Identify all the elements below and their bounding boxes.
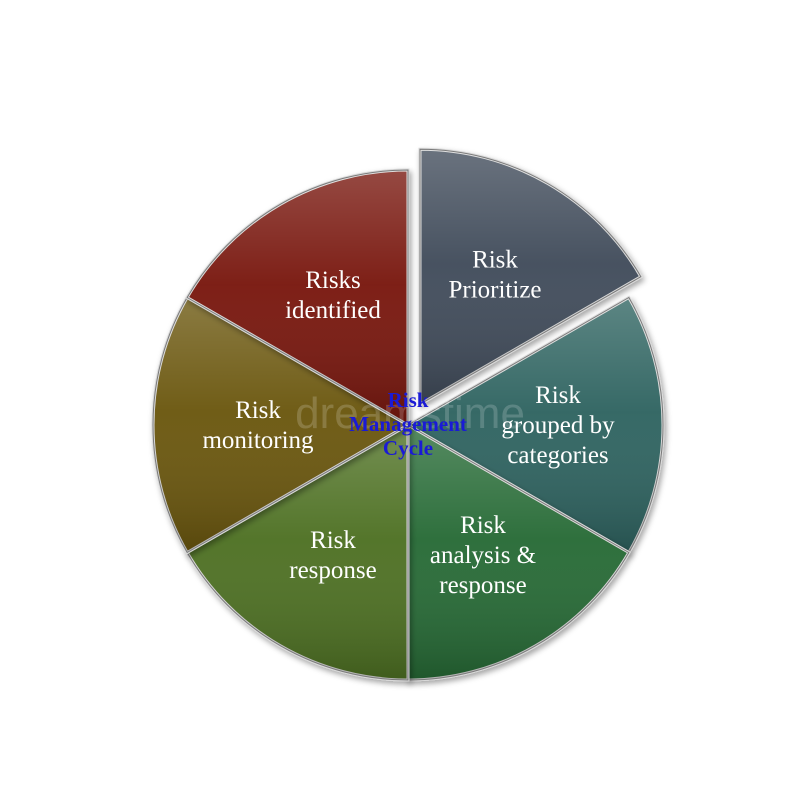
- segment-risk-analysis-response: Risk analysis & response: [406, 422, 631, 682]
- segment-label-risk-response: Risk response: [289, 527, 376, 584]
- segment-label-line: Risk: [235, 397, 281, 424]
- segment-label-line: response: [439, 572, 526, 599]
- segment-risks-identified: Risks identified: [185, 168, 410, 428]
- segment-risk-monitoring: Risk monitoring: [151, 295, 411, 555]
- segment-label-line: monitoring: [202, 427, 314, 454]
- segment-risk-response: Risk response: [185, 422, 410, 682]
- segment-gloss-risk-grouped-by-categories: [407, 296, 664, 554]
- segment-label-line: analysis &: [430, 542, 536, 569]
- segment-label-risks-identified: Risks identified: [285, 267, 381, 324]
- segment-label-line: Risk: [310, 527, 356, 554]
- watermark-text: dreamstime: [295, 389, 525, 438]
- segment-gloss-risk-prioritize: [419, 148, 642, 406]
- segment-label-line: Prioritize: [448, 276, 541, 303]
- segment-label-line: Risks: [305, 267, 361, 294]
- segment-gloss-risk-response: [186, 424, 409, 681]
- segment-label-line: identified: [285, 297, 381, 324]
- segment-label-line: grouped by: [501, 412, 615, 439]
- segment-label-line: Risk: [460, 512, 506, 539]
- segment-gloss-risks-identified: [186, 169, 409, 426]
- segment-label-line: categories: [507, 442, 608, 469]
- segment-label-line: response: [289, 557, 376, 584]
- center-label-line: Management: [349, 412, 467, 436]
- segment-label-line: Risk: [472, 246, 518, 273]
- segment-label-risk-analysis-response: Risk analysis & response: [430, 512, 536, 599]
- segment-label-line: Risk: [535, 382, 581, 409]
- center-label-line: Cycle: [383, 436, 433, 460]
- segment-gloss-risk-monitoring: [152, 296, 409, 554]
- segment-gloss-risk-analysis-response: [407, 424, 630, 681]
- segment-label-risk-monitoring: Risk monitoring: [202, 397, 314, 454]
- segment-label-risk-grouped-by-categories: Risk grouped by categories: [501, 382, 615, 469]
- segment-risk-grouped-by-categories: Risk grouped by categories: [405, 295, 665, 555]
- center-label-line: Risk: [388, 388, 429, 412]
